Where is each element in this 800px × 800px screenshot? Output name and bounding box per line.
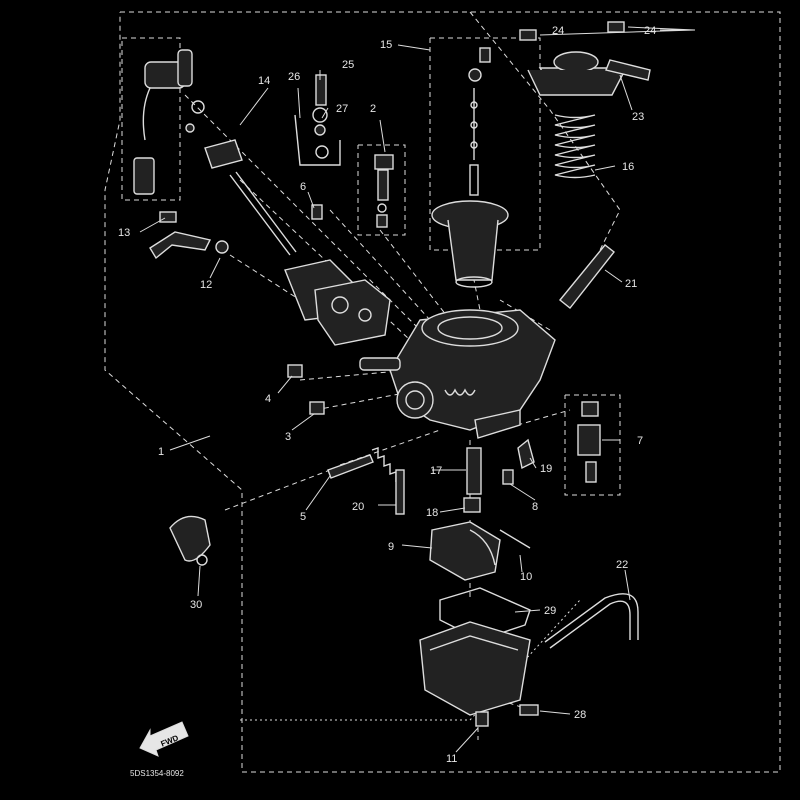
- part-label-11: 11: [446, 753, 457, 765]
- part-label-30: 30: [190, 599, 202, 611]
- part-label-6: 6: [300, 181, 306, 193]
- drain-hose: [544, 593, 639, 649]
- fwd-arrow: FWD: [139, 721, 189, 757]
- part-label-19: 19: [540, 463, 552, 475]
- part-label-17: 17: [430, 465, 442, 477]
- part-label-24b: 24: [644, 25, 656, 37]
- hose-clamp: [169, 515, 211, 566]
- diaphragm-cap-spring: [519, 21, 651, 179]
- pilot-screw-set: [374, 154, 394, 228]
- part-label-21: 21: [625, 278, 637, 290]
- jet-rod: [559, 244, 615, 309]
- part-label-4: 4: [265, 393, 271, 405]
- part-label-20: 20: [352, 501, 364, 513]
- leader-lines: [139, 26, 696, 753]
- part-label-14: 14: [258, 75, 270, 87]
- part-label-1: 1: [158, 446, 164, 458]
- part-label-7: 7: [637, 435, 643, 447]
- part-label-2: 2: [370, 103, 376, 115]
- side-screws-spring: [287, 364, 397, 482]
- part-label-26: 26: [288, 71, 300, 83]
- choke-plunger-assembly: [133, 49, 297, 256]
- part-labels: 1 2 3 4 5 6 7 8 9 10 11 12 13 14 15 16 1…: [118, 25, 656, 765]
- part-label-3: 3: [285, 431, 291, 443]
- drawing-code: 5DS1354-8092: [130, 769, 184, 778]
- part-label-27: 27: [336, 103, 348, 115]
- cover-plates: [284, 259, 391, 346]
- part-label-24a: 24: [552, 25, 564, 37]
- part-label-18: 18: [426, 507, 438, 519]
- part-label-25: 25: [342, 59, 354, 71]
- float-bowl-assembly: [419, 587, 539, 727]
- part-label-13: 13: [118, 227, 130, 239]
- part-label-16: 16: [622, 161, 634, 173]
- bracket-screw-assembly: [294, 74, 341, 220]
- part-label-23: 23: [632, 111, 644, 123]
- needle-set: [468, 47, 491, 196]
- part-label-12: 12: [200, 279, 212, 291]
- part-label-28: 28: [574, 709, 586, 721]
- carburetor-body: [359, 309, 556, 439]
- part-label-8: 8: [532, 501, 538, 513]
- part-label-29: 29: [544, 605, 556, 617]
- part-label-9: 9: [388, 541, 394, 553]
- part-label-15: 15: [380, 39, 392, 51]
- boundary-frames: [104, 11, 781, 773]
- jets-set: [395, 438, 535, 515]
- float-and-pin: [429, 521, 531, 581]
- part-label-10: 10: [520, 571, 532, 583]
- throttle-lever-assembly: [149, 211, 229, 260]
- throttle-slide-piston: [431, 200, 509, 288]
- part-label-5: 5: [300, 511, 306, 523]
- part-label-22: 22: [616, 559, 628, 571]
- drain-screw-set: [577, 401, 601, 483]
